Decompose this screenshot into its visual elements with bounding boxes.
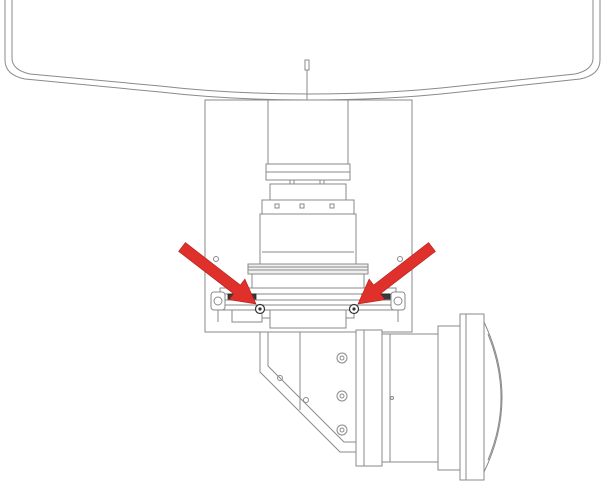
projector-housing [4, 0, 601, 101]
left-adjuster-knob [210, 291, 226, 322]
lens-barrel [259, 99, 357, 265]
left-arrow [178, 242, 257, 305]
right-adjuster-knob [390, 291, 406, 322]
left-mounting-screw [254, 303, 266, 315]
right-arrow [357, 242, 436, 305]
side-lens-assembly [355, 313, 503, 481]
callout-arrows [178, 242, 436, 305]
right-mounting-screw [348, 303, 360, 315]
